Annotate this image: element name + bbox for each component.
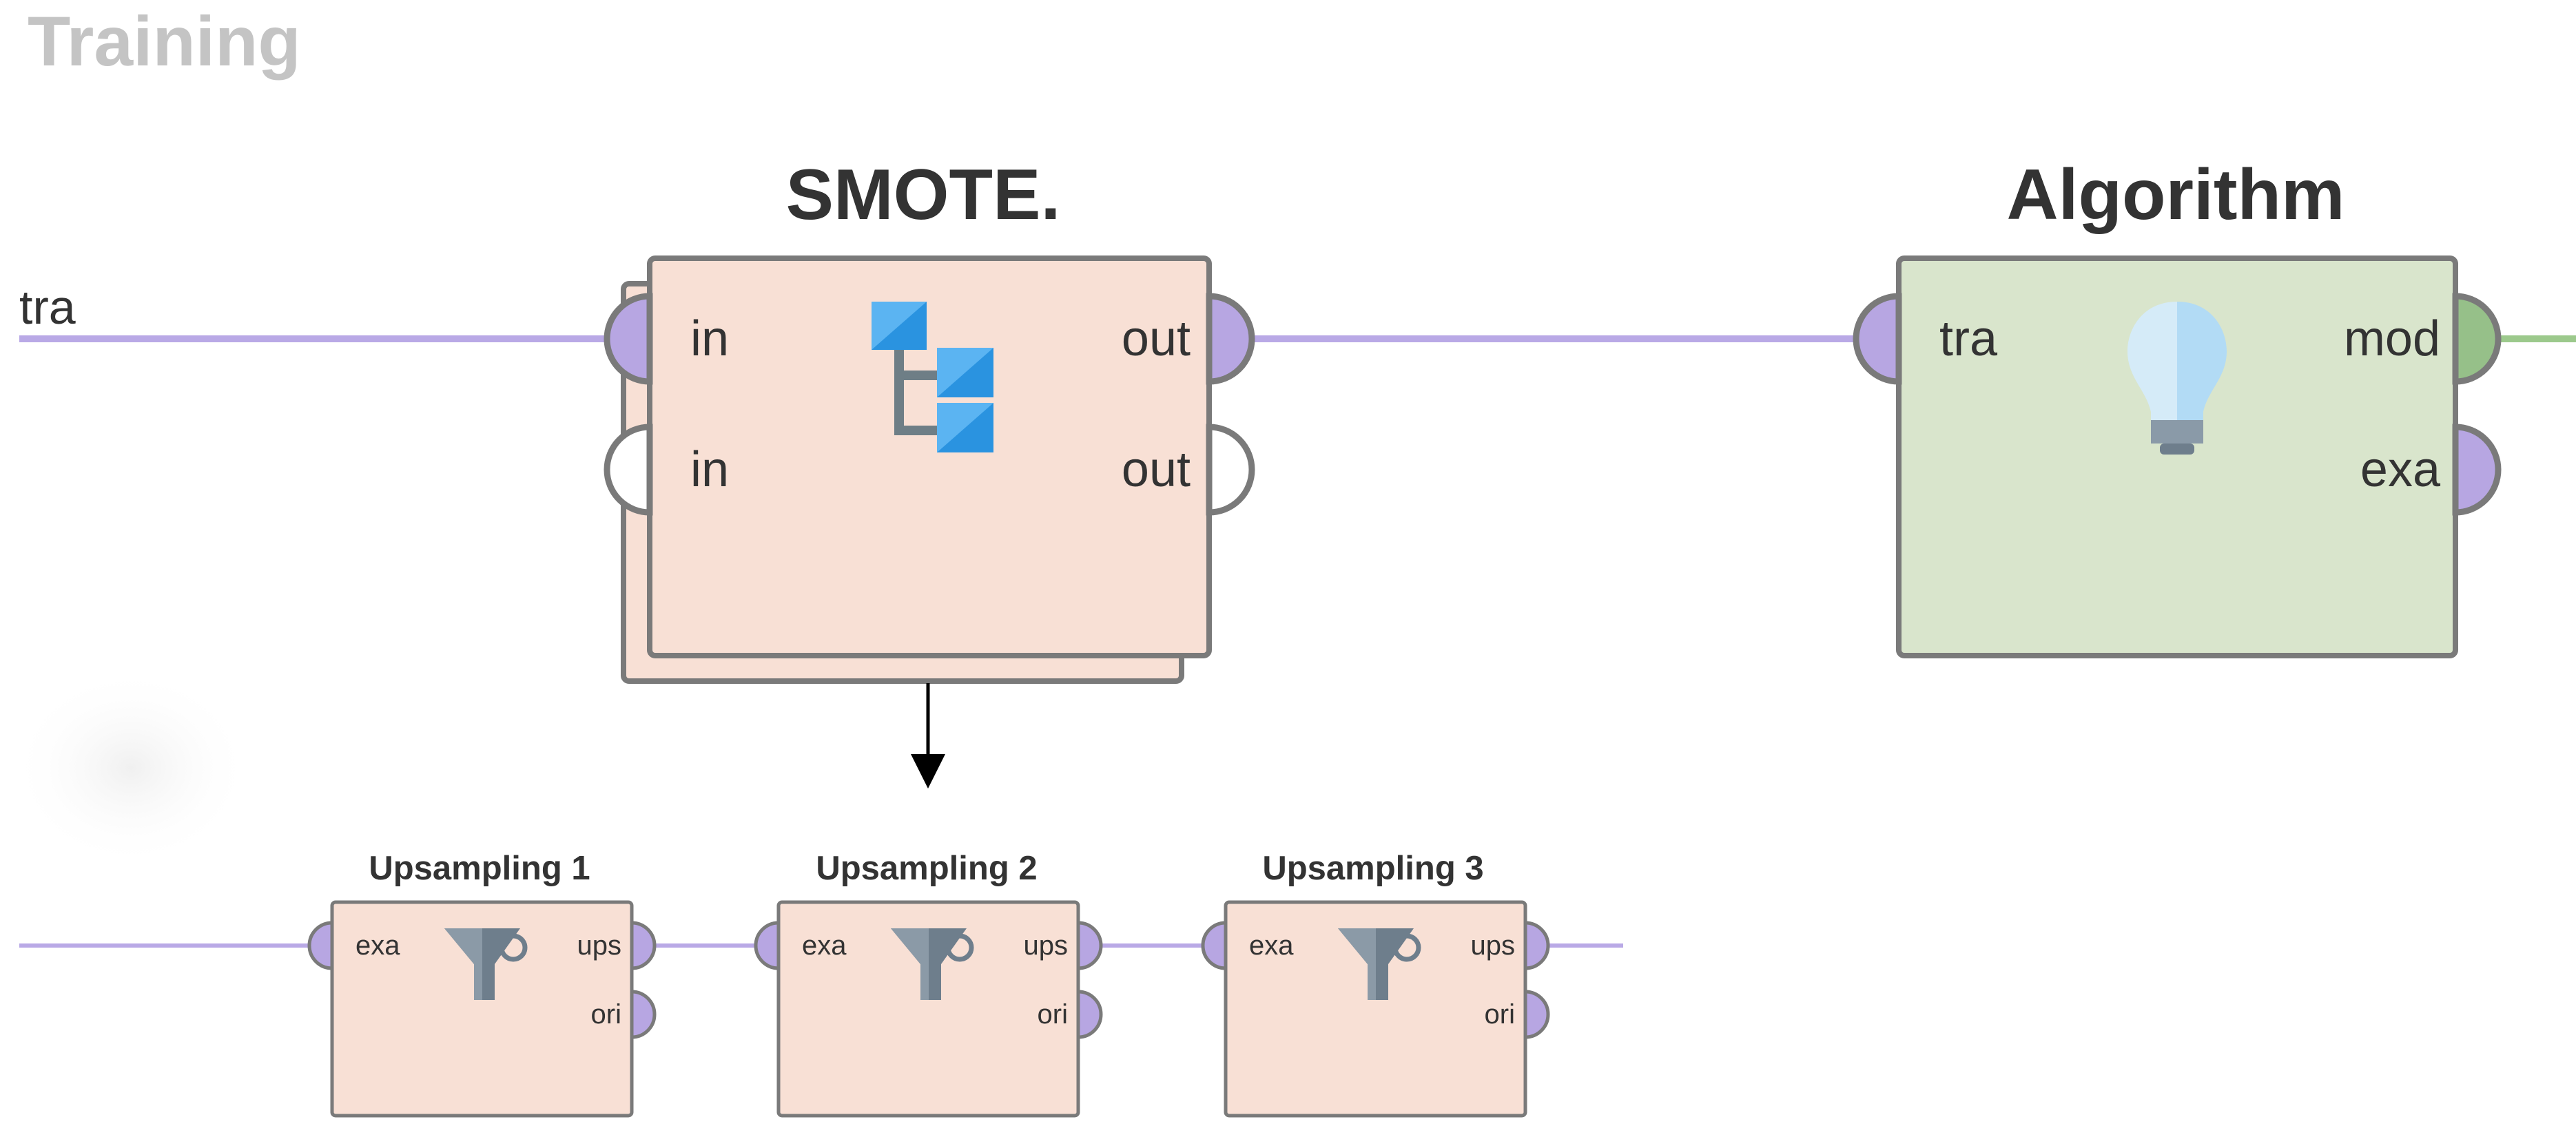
smote-out-label-2: out — [1122, 442, 1191, 497]
upsampling-3-in-port[interactable] — [1201, 921, 1228, 970]
upsampling-1-out-label-ups: ups — [577, 930, 622, 961]
upsampling-2-in-port[interactable] — [754, 921, 781, 970]
upsampling-2-out-label-ups: ups — [1024, 930, 1069, 961]
upsampling-3-in-label: exa — [1249, 930, 1294, 961]
smote-operator[interactable]: SMOTE. in in out out — [604, 155, 1255, 684]
upsampling-2-out-label-ori: ori — [1038, 999, 1068, 1030]
upsampling-3-out-label-ups: ups — [1471, 930, 1516, 961]
upsampling-title-3: Upsampling 3 — [1262, 850, 1483, 887]
algorithm-out-label-mod: mod — [2344, 311, 2440, 366]
smote-in-label-1: in — [690, 311, 729, 366]
upsampling-2-out-port-ups[interactable] — [1076, 921, 1103, 970]
smote-in-label-2: in — [690, 442, 729, 497]
section-title: Training — [28, 2, 301, 81]
upsampling-title-1: Upsampling 1 — [369, 850, 590, 887]
upsampling-3-out-port-ups[interactable] — [1523, 921, 1550, 970]
smote-in-port-2[interactable] — [604, 424, 653, 516]
algorithm-operator[interactable]: Algorithm tra mod exa — [1853, 155, 2502, 658]
smote-in-port-1[interactable] — [604, 293, 653, 385]
funnel-icon — [444, 928, 528, 1000]
upsampling-2-in-label: exa — [802, 930, 847, 961]
upsampling-operator-2[interactable]: Upsampling 2 exa ups ori — [754, 850, 1103, 1118]
upsampling-operator-3[interactable]: Upsampling 3 exa ups ori — [1201, 850, 1550, 1118]
algorithm-title: Algorithm — [2006, 155, 2345, 235]
algorithm-in-port-tra[interactable] — [1853, 293, 1902, 385]
canvas-shadow — [10, 668, 251, 868]
funnel-icon — [1338, 928, 1421, 1000]
upsampling-2-out-port-ori[interactable] — [1076, 990, 1103, 1039]
upsampling-operator-1[interactable]: Upsampling 1 exa ups ori — [307, 850, 657, 1118]
algorithm-out-port-mod[interactable] — [2452, 293, 2502, 385]
lightbulb-icon — [2127, 302, 2227, 455]
upsampling-3-out-port-ori[interactable] — [1523, 990, 1550, 1039]
upsampling-1-out-port-ori[interactable] — [630, 990, 657, 1039]
smote-out-port-2[interactable] — [1206, 424, 1255, 516]
subprocess-icon — [872, 302, 993, 452]
upsampling-1-in-label: exa — [356, 930, 400, 961]
upsampling-3-out-label-ori: ori — [1485, 999, 1515, 1030]
upsampling-title-2: Upsampling 2 — [816, 850, 1037, 887]
smote-out-port-1[interactable] — [1206, 293, 1255, 385]
smote-title: SMOTE. — [786, 155, 1061, 235]
input-port-label: tra — [19, 280, 76, 334]
upsampling-1-out-port-ups[interactable] — [630, 921, 657, 970]
algorithm-out-label-exa: exa — [2360, 442, 2441, 497]
algorithm-in-label: tra — [1939, 311, 1998, 366]
funnel-icon — [891, 928, 974, 1000]
upsampling-1-in-port[interactable] — [307, 921, 334, 970]
algorithm-out-port-exa[interactable] — [2452, 424, 2502, 516]
upsampling-1-out-label-ori: ori — [591, 999, 621, 1030]
smote-out-label-1: out — [1122, 311, 1191, 366]
